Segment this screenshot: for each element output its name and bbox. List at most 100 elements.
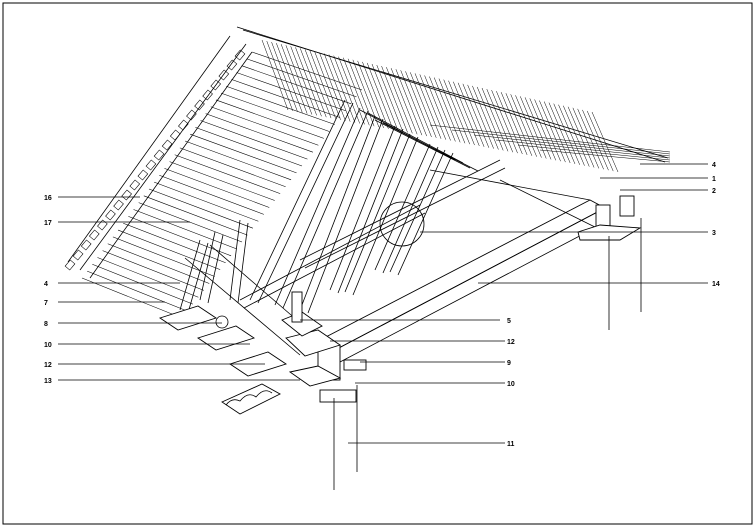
drawing-line xyxy=(586,110,614,172)
drawing-line xyxy=(543,101,571,164)
drawing-line xyxy=(352,136,419,296)
corner-post-right xyxy=(577,195,642,330)
drawing-line xyxy=(495,139,671,159)
detail-circle xyxy=(379,201,425,247)
drawing-line xyxy=(344,133,411,293)
drawing-line xyxy=(128,216,232,257)
drawing-line xyxy=(476,86,504,151)
right-roof-tiles xyxy=(261,39,671,173)
drawing-line xyxy=(243,212,426,309)
callout-l10: 10 xyxy=(44,342,52,349)
detail-circle-small xyxy=(215,315,229,329)
drawing-line xyxy=(433,77,461,143)
drawing-line xyxy=(164,168,270,208)
drawing-line xyxy=(473,134,671,157)
drawing-line xyxy=(467,84,494,149)
drawing-line xyxy=(174,154,281,194)
drawing-line xyxy=(276,43,303,113)
drawing-line xyxy=(274,107,361,306)
ridge-tile xyxy=(169,129,181,141)
drawing-line xyxy=(371,63,399,131)
drawing-line xyxy=(374,143,431,271)
drawing-line xyxy=(520,96,547,159)
ridge-tile xyxy=(72,249,84,261)
drawing-line xyxy=(143,195,248,236)
drawing-line xyxy=(249,99,346,301)
drawing-line xyxy=(539,100,566,163)
drawing-line xyxy=(159,175,264,215)
drawing-line xyxy=(338,56,365,125)
drawing-line xyxy=(462,83,490,148)
drawing-line xyxy=(505,93,533,156)
ridge-tile xyxy=(194,99,205,111)
drawing-line xyxy=(231,79,341,118)
drawing-line xyxy=(282,110,369,309)
drawing-line xyxy=(138,202,243,243)
ridge-tile xyxy=(64,259,76,271)
drawing-line xyxy=(337,128,404,294)
drawing-line xyxy=(280,44,308,114)
callout-r11: 11 xyxy=(507,441,515,448)
ridge-tile xyxy=(145,159,157,171)
ridge-tile xyxy=(226,59,238,71)
drawing-line xyxy=(352,59,380,128)
drawing-line xyxy=(451,129,671,155)
callout-l4: 4 xyxy=(44,281,48,288)
drawing-line xyxy=(200,120,308,160)
drawing-line xyxy=(397,152,454,276)
drawing-line xyxy=(220,92,330,132)
drawing-line xyxy=(419,74,447,140)
drawing-line xyxy=(215,99,324,139)
drawing-line xyxy=(558,104,585,166)
drawing-line xyxy=(237,222,249,304)
drawing-line xyxy=(390,68,418,135)
drawing-line xyxy=(491,89,518,154)
drawing-line xyxy=(457,82,485,147)
drawing-line xyxy=(154,181,259,222)
left-callout-leaders xyxy=(58,196,300,381)
drawing-line xyxy=(553,103,580,165)
callout-l12: 12 xyxy=(44,362,52,369)
drawing-line xyxy=(239,204,421,301)
drawing-line xyxy=(148,188,254,229)
drawing-line xyxy=(299,159,501,261)
drawing-line xyxy=(102,250,204,291)
callout-l13: 13 xyxy=(44,378,52,385)
drawing-line xyxy=(295,47,322,117)
drawing-line xyxy=(529,98,557,161)
drawing-line xyxy=(500,92,528,156)
purlin-block-centre xyxy=(281,291,323,337)
drawing-line xyxy=(366,62,394,130)
drawing-line xyxy=(362,61,389,129)
rafters xyxy=(179,99,506,314)
drawing-line xyxy=(486,88,514,153)
callout-l8: 8 xyxy=(44,321,48,328)
drawing-line xyxy=(357,60,384,129)
drawing-line xyxy=(300,48,327,118)
ridge-tile xyxy=(105,209,116,221)
callout-r1: 1 xyxy=(712,176,716,183)
drawing-line xyxy=(195,127,303,167)
drawing-line xyxy=(179,239,201,311)
callout-r9: 9 xyxy=(507,360,511,367)
drawing-line xyxy=(190,133,297,174)
drawing-line xyxy=(539,149,671,163)
drawing-line xyxy=(389,149,446,273)
drawing-line xyxy=(236,72,346,111)
drawing-line xyxy=(343,57,370,126)
drawing-line xyxy=(97,257,199,298)
callout-l16: 16 xyxy=(44,195,52,202)
drawing-line xyxy=(496,91,523,155)
ridge-tile xyxy=(178,119,189,131)
right-callout-leaders xyxy=(300,163,708,444)
callout-r2: 2 xyxy=(712,188,716,195)
drawing-line xyxy=(333,55,360,124)
drawing-line xyxy=(591,111,619,173)
drawing-line xyxy=(572,107,600,169)
eave-profiles xyxy=(158,305,288,415)
drawing-line xyxy=(524,97,552,160)
drawing-line xyxy=(257,102,354,304)
ridge-tile xyxy=(121,189,132,201)
drawing-line xyxy=(395,69,423,136)
